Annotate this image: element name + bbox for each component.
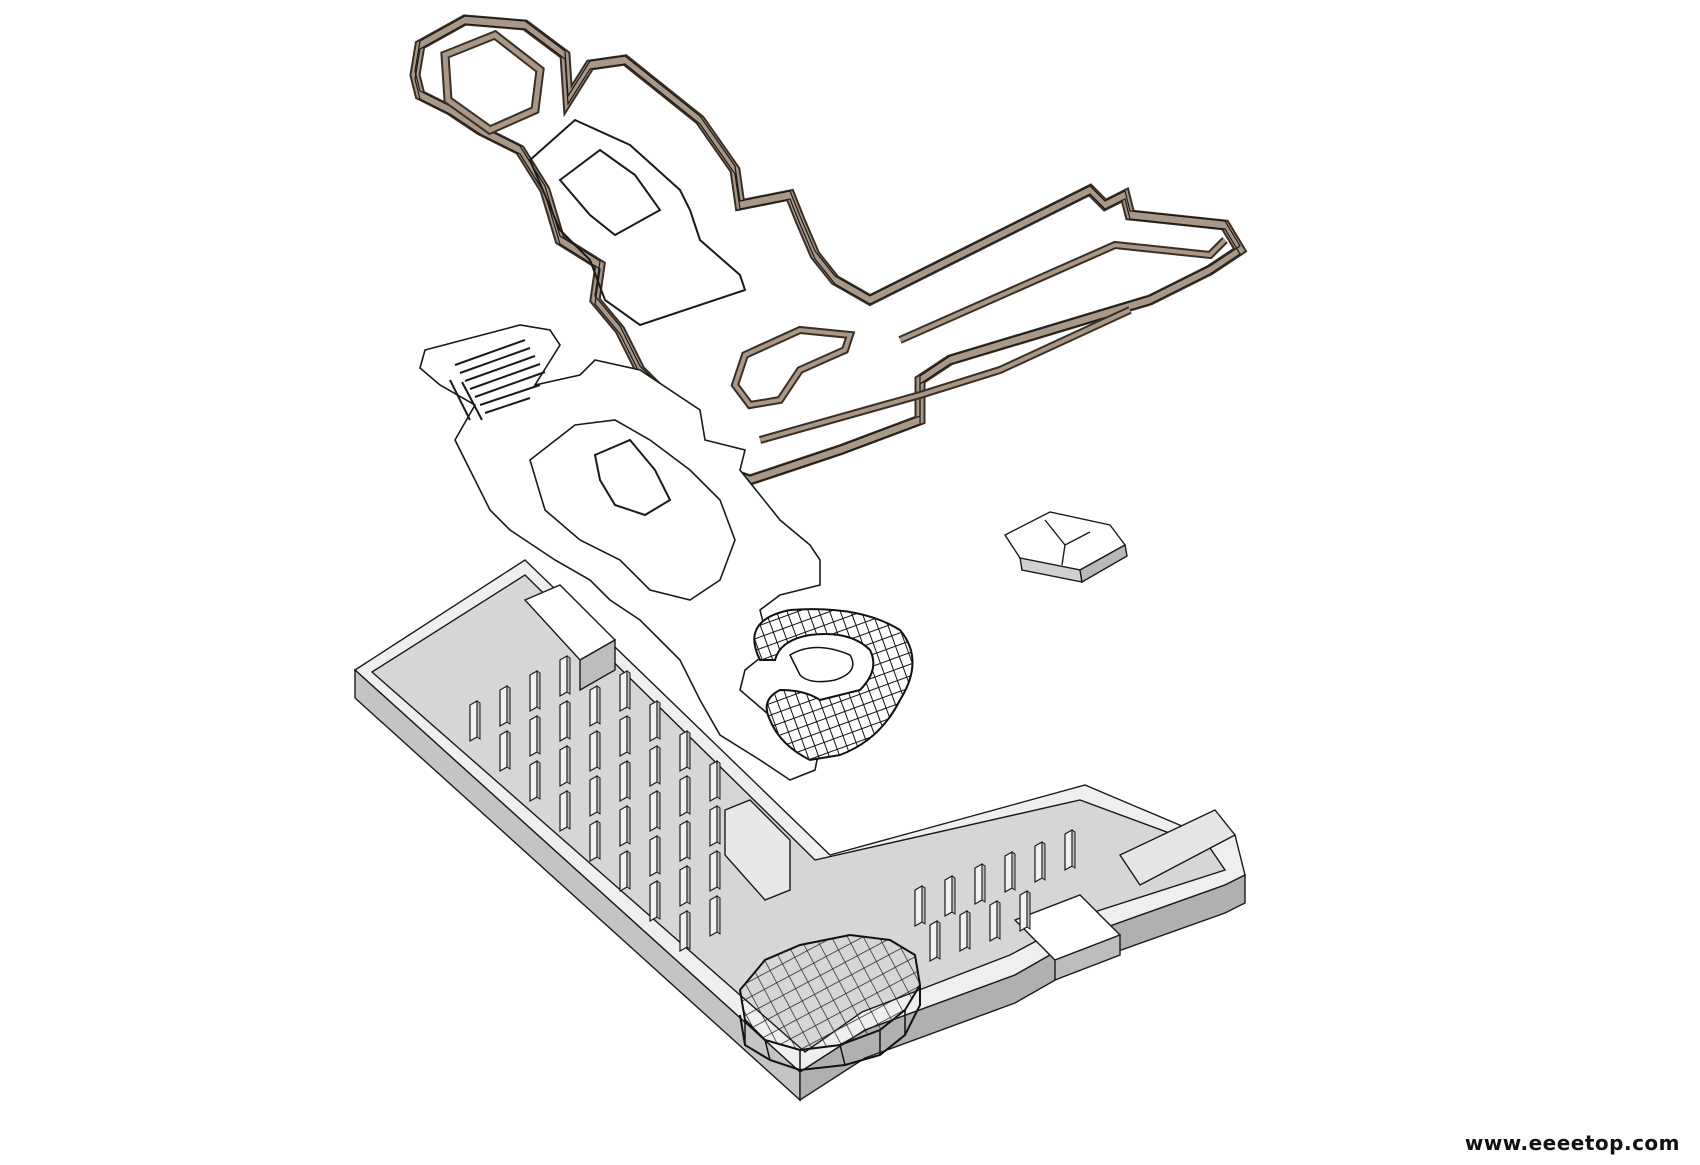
pillar-side xyxy=(626,805,631,845)
pillar xyxy=(914,884,923,928)
pillar-side xyxy=(506,685,511,725)
pillar xyxy=(559,789,568,833)
pillar-side xyxy=(936,920,941,960)
pillar-side xyxy=(476,700,481,740)
pillar xyxy=(649,699,658,743)
pillar-side xyxy=(686,865,691,905)
pillar xyxy=(1004,850,1013,894)
pillar-side xyxy=(656,835,661,875)
pillar-grid xyxy=(469,654,1076,963)
pillar xyxy=(619,669,628,713)
pillar xyxy=(679,864,688,908)
base-floor xyxy=(353,559,1246,1102)
pillar xyxy=(589,729,598,773)
pillar-side xyxy=(566,745,571,785)
pillar xyxy=(989,899,998,943)
pillar xyxy=(589,774,598,818)
pillar-side xyxy=(686,820,691,860)
pillar-side xyxy=(506,730,511,770)
pillar xyxy=(679,774,688,818)
pillar-side xyxy=(536,715,541,755)
pillar-side xyxy=(716,760,721,800)
pillar-side xyxy=(626,850,631,890)
pillar xyxy=(1034,840,1043,884)
pillar-side xyxy=(686,730,691,770)
pillar xyxy=(929,919,938,963)
top-layered-bands xyxy=(409,14,1248,486)
pillar-side xyxy=(536,670,541,710)
pillar-side xyxy=(966,910,971,950)
pillar-side xyxy=(686,910,691,950)
pillar xyxy=(649,789,658,833)
pillar xyxy=(529,669,538,713)
pillar xyxy=(1064,828,1073,872)
pillar xyxy=(679,819,688,863)
pillar-side xyxy=(1026,890,1031,930)
pillar xyxy=(589,819,598,863)
pillar-side xyxy=(596,685,601,725)
pillar-side xyxy=(656,745,661,785)
pillar-side xyxy=(626,760,631,800)
pillar xyxy=(469,699,478,743)
pillar xyxy=(974,862,983,906)
pillar xyxy=(1019,889,1028,933)
pillar-side xyxy=(566,700,571,740)
pillar-side xyxy=(686,775,691,815)
pillar-side xyxy=(656,790,661,830)
pillar xyxy=(709,849,718,893)
pillar xyxy=(499,684,508,728)
pillar xyxy=(529,759,538,803)
coil-lattice xyxy=(753,608,914,762)
pillar xyxy=(649,744,658,788)
pillar xyxy=(649,879,658,923)
pillar-side xyxy=(1071,829,1076,869)
pillar xyxy=(679,909,688,953)
pillar xyxy=(649,834,658,878)
pillar xyxy=(559,654,568,698)
pillar-side xyxy=(656,700,661,740)
pillar xyxy=(709,894,718,938)
pillar xyxy=(559,699,568,743)
pillar xyxy=(589,684,598,728)
pillar-side xyxy=(951,875,956,915)
pillar xyxy=(619,714,628,758)
pillar-side xyxy=(626,670,631,710)
pillar-side xyxy=(566,655,571,695)
pillar-side xyxy=(981,863,986,903)
pillar xyxy=(709,759,718,803)
pillar xyxy=(559,744,568,788)
pillar xyxy=(709,804,718,848)
pillar-side xyxy=(656,880,661,920)
pillar-side xyxy=(626,715,631,755)
pillar-side xyxy=(716,850,721,890)
pillar-side xyxy=(596,775,601,815)
pillar-side xyxy=(536,760,541,800)
pillar xyxy=(499,729,508,773)
pillar xyxy=(959,909,968,953)
pillar xyxy=(944,874,953,918)
pillar-side xyxy=(716,805,721,845)
pillar xyxy=(529,714,538,758)
pillar-side xyxy=(1041,841,1046,881)
pillar-side xyxy=(921,885,926,925)
pillar-side xyxy=(996,900,1001,940)
pillar-side xyxy=(1011,851,1016,891)
pillar-side xyxy=(596,820,601,860)
pillar-side xyxy=(566,790,571,830)
pillar-side xyxy=(596,730,601,770)
pillar xyxy=(619,849,628,893)
pillar xyxy=(679,729,688,773)
stair-hatch xyxy=(449,339,546,421)
small-block xyxy=(1003,511,1128,584)
pillar-side xyxy=(716,895,721,935)
middle-floor-outline xyxy=(419,324,821,781)
pillar xyxy=(619,759,628,803)
pillar xyxy=(619,804,628,848)
watermark-text: www.eeeetop.com xyxy=(1464,1131,1680,1155)
grid-canopy xyxy=(738,933,922,1072)
